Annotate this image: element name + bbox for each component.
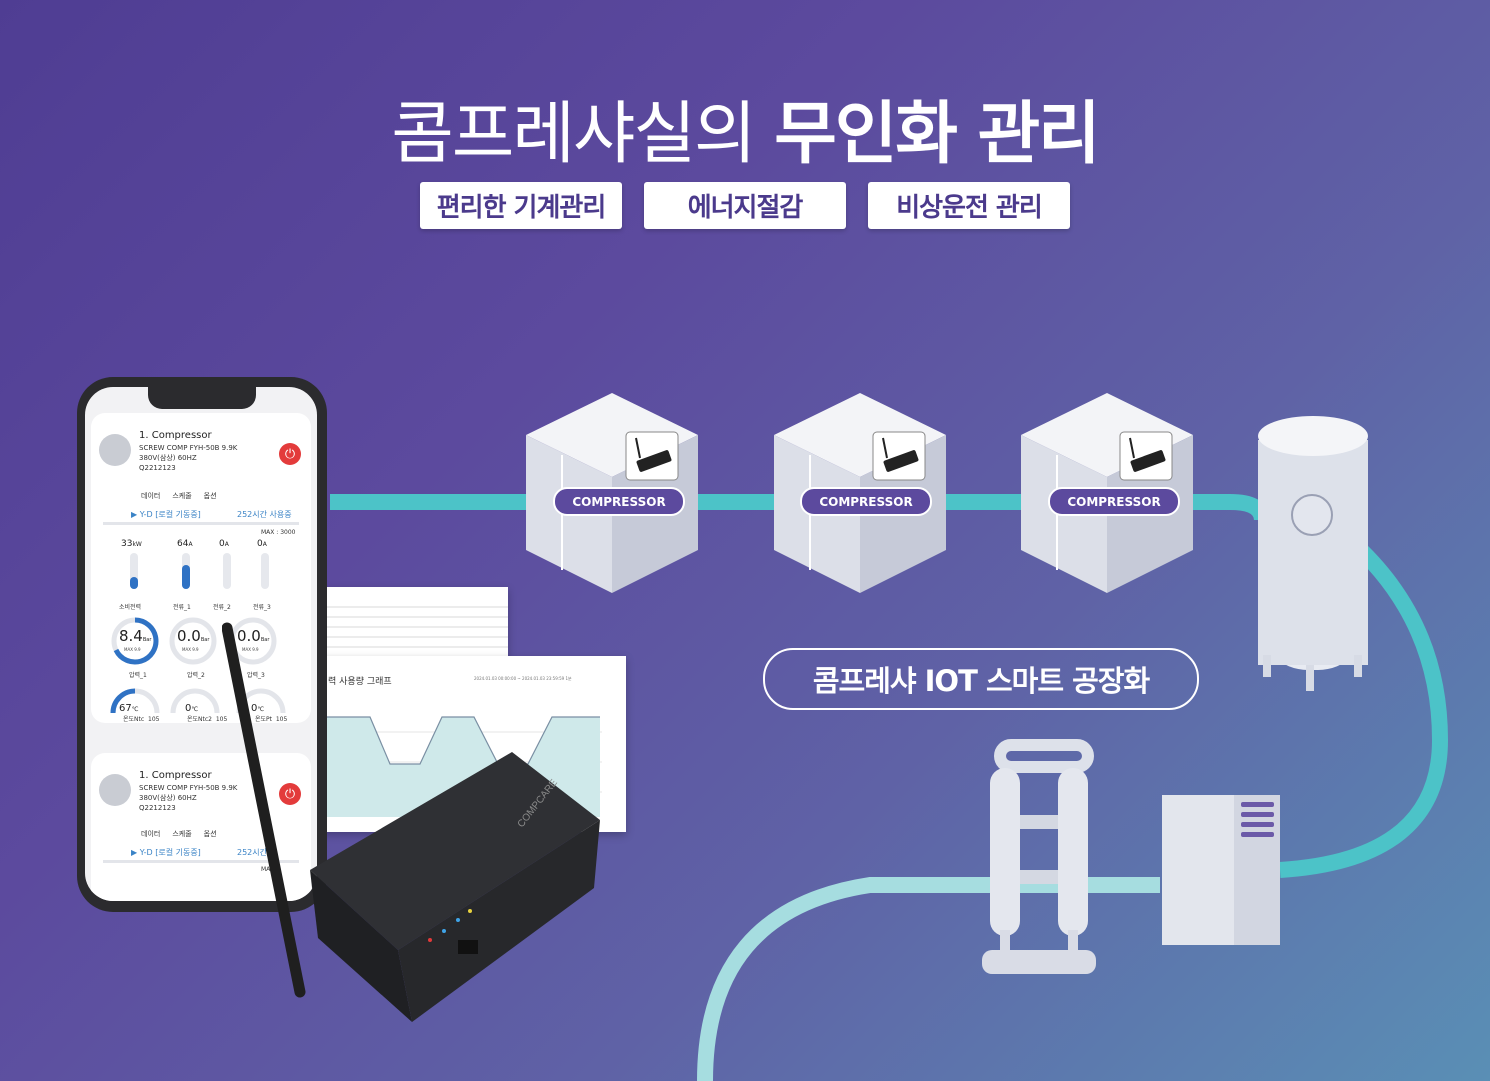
iot-smart-factory-label: 콤프레샤 IOT 스마트 공장화 [763,648,1199,710]
antenna [222,622,306,998]
card-model: SCREW COMP FYH-50B 9.9K [139,784,238,792]
pressure-2-value: 0.0Bar [177,627,210,645]
compressor-label-1: COMPRESSOR [553,487,685,516]
bar-current-1 [182,553,190,589]
headline-light: 콤프레샤실의 [391,95,756,174]
bar-value-current-2: 0A [219,539,229,549]
power-button[interactable]: ⏻ [279,443,301,465]
tab-data[interactable]: 데이터 [141,830,161,838]
smartphone: 1. Compressor SCREW COMP FYH-50B 9.9K 38… [77,377,327,912]
bar-current-3 [261,553,269,589]
pressure-2-max: MAX 9.9 [182,647,199,652]
compressor-avatar [99,434,131,466]
feature-emergency-operation: 비상운전 관리 [868,182,1070,229]
temp-2-value: 0℃ [185,703,199,714]
pressure-3-value: 0.0Bar [237,627,270,645]
bar-power [130,553,138,589]
card-model: SCREW COMP FYH-50B 9.9K [139,444,238,452]
pressure-1-max: MAX 9.9 [124,647,141,652]
graph-range: 2024.01.03 00:00:00 ~ 2024.01.03 23:59:5… [474,676,572,681]
tab-schedule[interactable]: 스케줄 [172,492,192,500]
power-button[interactable]: ⏻ [279,783,301,805]
headline-bold: 무인화 관리 [774,95,1100,174]
bar-value-power: 33kW [121,539,142,549]
iot-gateway-device: COMPCARE [222,622,600,1022]
pipe-right [1279,534,1449,878]
tab-data[interactable]: 데이터 [141,492,161,500]
bar-current-2 [223,553,231,589]
pressure-1-value: 8.4Bar [119,627,152,645]
usage-hours: 252시간 사용중 [237,510,292,519]
card-name: 1. Compressor [139,430,212,441]
tab-schedule[interactable]: 스케줄 [172,830,192,838]
card-name: 1. Compressor [139,770,212,781]
temp-2-label: 온도Ntc2 105 [187,716,228,723]
air-tank [1258,416,1368,691]
tab-options[interactable]: 옵션 [203,492,217,500]
air-dryer [982,739,1096,974]
pressure-3-label: 압력_3 [247,672,265,679]
usage-max: MA [261,866,271,873]
compressor-card-1[interactable]: 1. Compressor SCREW COMP FYH-50B 9.9K 38… [91,413,311,723]
iot-thumbnail-icon-3 [1119,431,1173,481]
bar-label-current-1: 전류_1 [173,604,191,611]
iot-thumbnail-icon-2 [872,431,926,481]
pipe-bottom [697,877,1160,1081]
feature-energy-saving: 에너지절감 [644,182,846,229]
headline: 콤프레샤실의 무인화 관리 [0,78,1490,177]
graph-title: 력 사용량 그래프 [328,677,392,687]
usage-progress [103,522,299,525]
bar-value-current-1: 64A [177,539,193,549]
run-mode: ▶ Y-D [로컬 기동중] [131,848,201,857]
tab-options[interactable]: 옵션 [203,830,217,838]
temp-3-label: 온도Pt 105 [255,716,288,723]
card-serial: Q2212123 [139,804,176,812]
bar-label-power: 소비전력 [119,604,142,611]
temp-3-value: 0℃ [251,703,265,714]
card-power-spec: 380V(삼상) 60HZ [139,454,197,462]
card-power-spec: 380V(삼상) 60HZ [139,794,197,802]
compressor-avatar [99,774,131,806]
data-table-lines [322,606,508,648]
usage-progress [103,860,299,863]
card-tabs: 데이터 스케줄 옵션 [141,829,217,839]
card-tabs: 데이터 스케줄 옵션 [141,491,217,501]
usage-max: MAX : 3000 [261,529,296,536]
bar-label-current-3: 전류_3 [253,604,271,611]
phone-notch [148,387,256,409]
pressure-3-max: MAX 9.9 [242,647,259,652]
card-serial: Q2212123 [139,464,176,472]
temp-1-value: 67℃ [119,703,139,714]
usage-hours: 252시간 [237,848,267,857]
bar-value-current-3: 0A [257,539,267,549]
filter-cabinet [1162,795,1280,945]
feature-pills: 편리한 기계관리 에너지절감 비상운전 관리 [0,182,1490,229]
iot-thumbnail-icon-1 [625,431,679,481]
run-mode: ▶ Y-D [로컬 기동중] [131,510,201,519]
compressor-label-3: COMPRESSOR [1048,487,1180,516]
temp-1-label: 온도Ntc 105 [123,716,160,723]
data-table-panel [322,587,508,657]
pressure-2-label: 압력_2 [187,672,205,679]
phone-screen: 1. Compressor SCREW COMP FYH-50B 9.9K 38… [85,387,317,901]
bar-label-current-2: 전류_2 [213,604,231,611]
compressor-label-2: COMPRESSOR [800,487,932,516]
pressure-1-label: 압력_1 [129,672,147,679]
feature-machine-management: 편리한 기계관리 [420,182,622,229]
